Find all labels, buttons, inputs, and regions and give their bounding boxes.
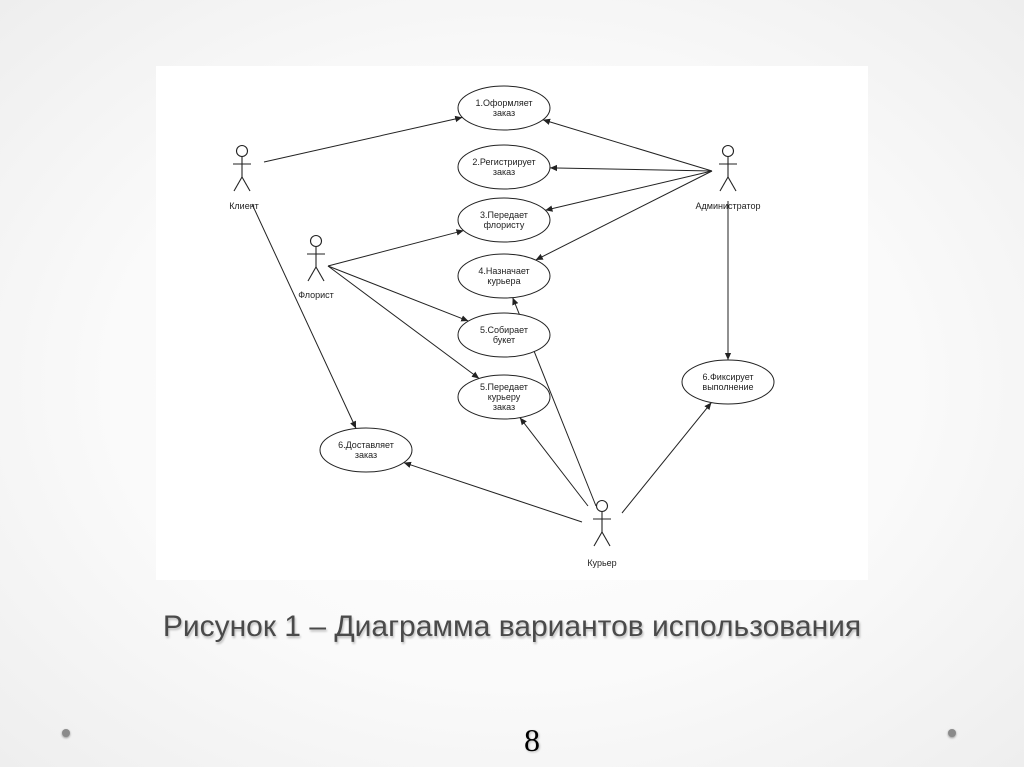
use-case-label: выполнение — [702, 382, 753, 392]
use-case-ellipse — [457, 312, 551, 358]
use-case-label: флористу — [484, 220, 525, 230]
use-case-label: заказ — [355, 450, 377, 460]
association-admin-uc3 — [545, 170, 713, 212]
association-florist-uc5 — [327, 265, 469, 322]
bullet-dot-right — [948, 729, 956, 737]
actor-label-florist: Флорист — [298, 290, 334, 300]
figure-caption: Рисунок 1 – Диаграмма вариантов использо… — [162, 610, 862, 643]
association-courier-uc6a — [403, 461, 583, 523]
use-case-label: курьера — [487, 276, 520, 286]
use-case-ellipse — [457, 144, 551, 190]
use-case-label: заказ — [493, 402, 515, 412]
association-courier-uc6b — [621, 402, 712, 514]
use-case-ellipse — [457, 85, 551, 131]
actor-courier-icon — [593, 499, 611, 547]
association-florist-uc5b — [327, 265, 480, 379]
use-case-ellipse — [319, 427, 413, 473]
association-florist-uc3 — [327, 229, 464, 267]
actor-admin-icon — [719, 144, 737, 192]
association-admin-uc4 — [535, 170, 713, 261]
association-admin-uc1 — [542, 118, 713, 172]
association-client-uc1 — [263, 115, 463, 163]
bullet-dot-left — [62, 729, 70, 737]
use-case-ellipse — [681, 359, 775, 405]
use-case-label: 5.Передает — [480, 382, 528, 392]
actor-label-courier: Курьер — [587, 558, 616, 568]
actor-client-icon — [233, 144, 251, 192]
use-case-label: 3.Передает — [480, 210, 528, 220]
use-case-label: 6.Фиксирует — [702, 372, 753, 382]
use-case-label: букет — [493, 335, 515, 345]
use-case-label: 2.Регистрирует — [472, 157, 535, 167]
use-case-label: заказ — [493, 108, 515, 118]
diagram-canvas: 1.Оформляетзаказ2.Регистрируетзаказ3.Пер… — [229, 85, 775, 568]
association-admin-uc2 — [549, 164, 713, 172]
actor-label-admin: Администратор — [696, 201, 761, 211]
use-case-label: 1.Оформляет — [475, 98, 532, 108]
association-courier-uc5b — [519, 417, 589, 507]
association-client-uc6a — [251, 203, 357, 429]
actor-florist-icon — [307, 234, 325, 282]
actor-label-client: Клиент — [229, 201, 259, 211]
use-case-label: 6.Доставляет — [338, 440, 394, 450]
use-case-ellipse — [457, 374, 551, 420]
use-case-ellipse — [457, 253, 551, 299]
use-case-ellipse — [457, 197, 551, 243]
use-case-label: заказ — [493, 167, 515, 177]
use-case-label: 4.Назначает — [478, 266, 529, 276]
use-case-label: курьеру — [488, 392, 521, 402]
use-case-label: 5.Собирает — [480, 325, 528, 335]
page-number: 8 — [524, 722, 540, 758]
